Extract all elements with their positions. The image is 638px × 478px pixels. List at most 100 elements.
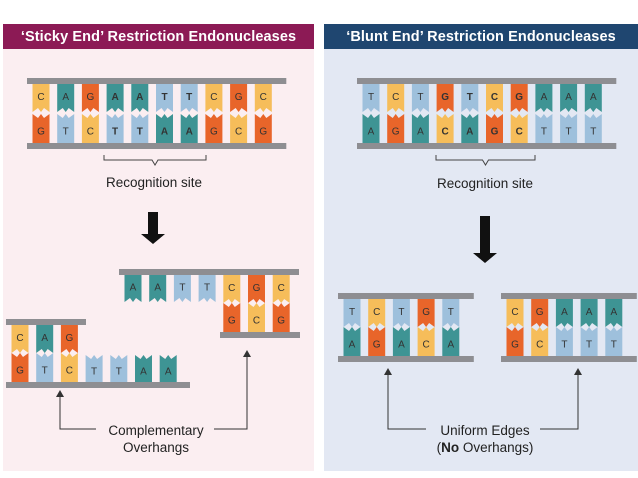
blunt-dna-bottom-base-5-letter: G (491, 127, 499, 138)
blunt-left-bottom-base-1-tile (368, 327, 386, 356)
sticky-left-top-base-0-letter: C (16, 333, 23, 344)
blunt-dna-top-base-4-letter: T (467, 92, 473, 103)
blunt-left-top-backbone (338, 293, 474, 299)
blunt-dna-top-base-1-letter: C (392, 92, 399, 103)
sticky-dna-bottom-base-5-tile (156, 114, 173, 143)
overhang-label-line2: Overhangs (122, 440, 190, 455)
blunt-dna-bottom-base-9-letter: T (590, 127, 596, 138)
edges-label-line1: Uniform Edges (440, 423, 530, 438)
blunt-dna-top-base-1-tile (387, 84, 405, 112)
sticky-dna-top-base-0-letter: C (37, 92, 44, 103)
sticky-dna-bottom-base-2-tile (81, 114, 99, 143)
sticky-left-bottom-base-3-tile (85, 355, 103, 382)
blunt-dna-bottom-backbone (357, 143, 617, 149)
sticky-left-bottom-backbone (6, 382, 190, 388)
sticky-left-top-base-1-letter: A (41, 333, 48, 344)
blunt-callout-right-head (574, 368, 582, 375)
blunt-left-top-base-1-tile (368, 299, 386, 327)
blunt-dna-bottom-base-7-letter: T (541, 127, 547, 138)
blunt-callout-left-head (384, 368, 392, 375)
blunt-right-top-base-4-tile (605, 299, 623, 327)
blunt-callout-right-line (540, 373, 579, 430)
blunt-dna-top-base-9-tile (584, 84, 602, 112)
sticky-left-bottom-base-5-letter: A (140, 367, 147, 378)
sticky-dna-top-base-5-tile (156, 84, 173, 112)
blunt-right-bottom-base-0-letter: G (511, 340, 519, 351)
sticky-title: ‘Sticky End’ Restriction Endonucleases (20, 28, 297, 45)
sticky-dna-bottom-base-5-letter: A (161, 127, 168, 138)
sticky-dna-top-base-1-tile (57, 84, 75, 112)
blunt-right-top-base-3-letter: A (586, 307, 593, 318)
sticky-left-bottom-base-6-tile (159, 355, 177, 382)
sticky-dna-top-backbone (27, 78, 287, 84)
sticky-dna-bottom-base-8-letter: C (235, 127, 242, 138)
blunt-dna-bottom-base-2-tile (411, 114, 429, 143)
sticky-dna-top-base-7-tile (205, 84, 223, 112)
sticky-dna-top-base-4-letter: A (136, 92, 143, 103)
blunt-dna-top-base-2-letter: T (417, 92, 423, 103)
sticky-dna-bottom-base-9-letter: G (259, 127, 267, 138)
sticky-right-top-base-2-letter: T (179, 283, 185, 294)
sticky-dna-bottom-base-6-letter: A (186, 127, 193, 138)
blunt-dna-top-base-3-tile (436, 84, 454, 112)
sticky-right-top-base-3-tile (198, 275, 216, 302)
blunt-dna-bottom-base-1-letter: G (392, 127, 400, 138)
blunt-left-top-base-0-tile (343, 299, 361, 327)
sticky-dna-bottom-base-1-tile (57, 114, 75, 143)
sticky-dna-top-base-8-letter: G (235, 92, 243, 103)
sticky-callout-right-head (243, 350, 251, 357)
blunt-dna-top-base-2-tile (411, 84, 429, 112)
sticky-recognition-label: Recognition site (105, 175, 203, 190)
sticky-left-bottom-base-0-tile (11, 353, 29, 382)
blunt-dna-top-base-7-letter: A (541, 92, 548, 103)
blunt-dna-top-base-4-tile (461, 84, 479, 112)
sticky-dna-bottom-base-1-letter: T (63, 127, 69, 138)
blunt-callout-left-line (387, 373, 426, 430)
blunt-dna-top-base-6-letter: G (515, 92, 523, 103)
sticky-overhang-label: Complementary Overhangs (88, 422, 224, 456)
blunt-dna-bottom-base-6-tile (510, 114, 528, 143)
sticky-right-top-base-1-letter: A (154, 283, 161, 294)
blunt-dna-bottom-base-4-tile (461, 114, 479, 143)
sticky-left-bottom-base-2-tile (60, 353, 78, 382)
blunt-left-bottom-base-2-letter: A (398, 340, 405, 351)
sticky-dna-bottom-backbone (27, 143, 287, 149)
sticky-left-bottom-base-6-letter: A (165, 367, 172, 378)
sticky-right-top-base-4-letter: C (228, 283, 235, 294)
sticky-dna-top-base-6-letter: T (186, 92, 192, 103)
sticky-right-bottom-base-1-letter: C (253, 316, 260, 327)
blunt-left-bottom-base-3-tile (417, 327, 435, 356)
sticky-callout-right-line (214, 355, 248, 430)
blunt-dna-bottom-base-6-letter: C (516, 127, 523, 138)
blunt-dna-bottom-base-7-tile (535, 114, 553, 143)
blunt-dna-top-base-0-tile (362, 84, 380, 112)
blunt-left-top-base-4-tile (442, 299, 460, 327)
sticky-dna-bottom-base-0-tile (32, 114, 50, 143)
blunt-recognition-bracket (435, 155, 536, 166)
sticky-right-bottom-base-2-tile (272, 303, 290, 332)
sticky-right-top-base-6-tile (272, 275, 290, 303)
blunt-right-top-base-1-letter: G (536, 307, 544, 318)
blunt-right-top-base-4-letter: A (610, 307, 617, 318)
blunt-right-top-base-3-tile (580, 299, 598, 327)
sticky-right-top-base-6-letter: C (278, 283, 285, 294)
blunt-dna-bottom-base-0-tile (362, 114, 380, 143)
blunt-left-bottom-base-2-tile (392, 327, 410, 356)
blunt-dna-bottom-base-3-letter: C (441, 127, 448, 138)
sticky-dna-top-base-3-tile (106, 84, 124, 112)
sticky-left-bottom-base-1-tile (36, 353, 54, 382)
blunt-dna-top-base-5-tile (486, 84, 503, 112)
blunt-right-bottom-base-1-letter: C (536, 340, 543, 351)
sticky-dna-bottom-base-4-letter: T (137, 127, 143, 138)
sticky-dna-top-base-3-letter: A (111, 92, 118, 103)
sticky-dna-top-base-2-letter: G (87, 92, 95, 103)
sticky-dna-bottom-base-4-tile (131, 114, 149, 143)
sticky-right-top-base-5-tile (248, 275, 265, 303)
sticky-right-top-base-5-letter: G (253, 283, 261, 294)
sticky-right-top-base-2-tile (173, 275, 191, 302)
blunt-left-bottom-base-3-letter: C (422, 340, 429, 351)
sticky-dna-top-base-1-letter: A (62, 92, 69, 103)
sticky-right-top-base-4-tile (223, 275, 241, 303)
blunt-dna-bottom-base-0-letter: A (368, 127, 375, 138)
